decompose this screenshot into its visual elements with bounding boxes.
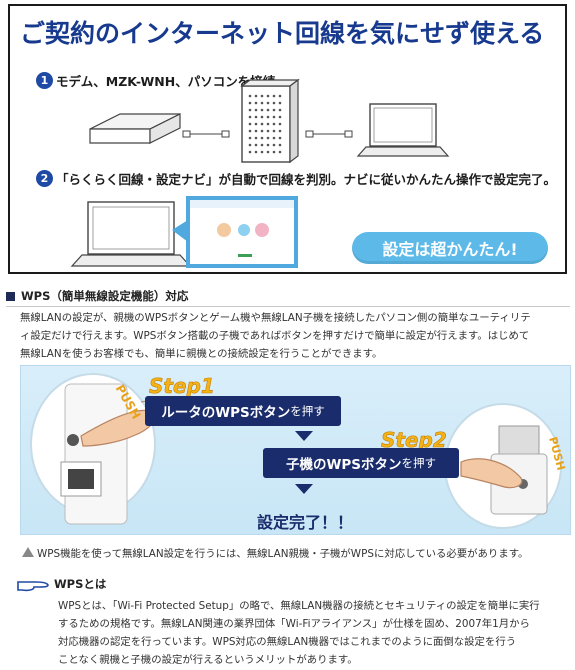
step-1-bar: ルータのWPSボタンを押す: [145, 396, 341, 426]
arrow-down-icon: [295, 484, 313, 494]
what-is-wps-line: するための規格です。無線LAN関連の業界団体「Wi-Fiアライアンス」が仕様を固…: [58, 618, 530, 630]
router-closeup-icon: [30, 373, 156, 525]
easy-setup-label: 設定は超かんたん!: [352, 232, 548, 264]
section-divider: [6, 306, 570, 307]
step-2-bar-rest: を押す: [401, 456, 437, 470]
laptop-icon: [356, 103, 450, 157]
step-1-badge: 1: [36, 71, 53, 89]
setup-navi-screenshot: [186, 196, 298, 268]
wps-description-line: 無線LANの設定が、親機のWPSボタンとゲーム機や無線LAN子機を接続したパソコ…: [20, 312, 531, 324]
what-is-wps-heading: WPSとは: [16, 574, 106, 594]
connection-illustration: [70, 78, 450, 268]
banner-step-2: 2 「らくらく回線・設定ナビ」が自動で回線を判別。ナビに従いかんたん操作で設定完…: [36, 168, 556, 188]
cable-icon: [182, 130, 230, 138]
banner-title: ご契約のインターネット回線を気にせず使える: [20, 19, 545, 48]
wps-description-line: ィ設定だけで行えます。WPSボタン搭載の子機であればボタンを押すだけで簡単に設定…: [20, 330, 530, 342]
wps-requirement-note: WPS機能を使って無線LAN設定を行うには、無線LAN親機・子機がWPSに対応し…: [22, 544, 570, 560]
warning-icon: [22, 547, 34, 557]
wps-requirement-text: WPS機能を使って無線LAN設定を行うには、無線LAN親機・子機がWPSに対応し…: [37, 547, 529, 560]
what-is-wps-title: WPSとは: [54, 577, 107, 591]
wps-section-title: WPS（簡単無線設定機能）対応: [21, 289, 189, 303]
step-1-label: Step1: [149, 374, 215, 399]
step-1-bar-bold: ルータのWPSボタン: [161, 405, 291, 421]
step-2-text: 「らくらく回線・設定ナビ」が自動で回線を判別。ナビに従いかんたん操作で設定完了。: [56, 171, 557, 187]
step-2-bar-bold: 子機のWPSボタン: [285, 457, 402, 473]
banner-step-1: 1 モデム、MZK-WNH、パソコンを接続: [36, 70, 275, 90]
pointing-hand-icon: [17, 581, 49, 592]
arrow-down-icon: [295, 431, 313, 441]
router-icon: [240, 78, 300, 164]
finger-press-icon: [460, 458, 523, 489]
step-1-bar-rest: を押す: [290, 404, 325, 418]
wps-description: 無線LANの設定が、親機のWPSボタンとゲーム機や無線LAN子機を接続したパソコ…: [20, 309, 568, 363]
what-is-wps-line: 対応機器の認定を行っています。WPS対応の無線LAN機器ではこれまでのように面倒…: [58, 636, 517, 648]
cable-icon: [305, 130, 353, 138]
step-1-text: モデム、MZK-WNH、パソコンを接続: [56, 73, 276, 89]
setup-complete-label: 設定完了！！: [257, 513, 354, 532]
step-2-bar: 子機のWPSボタンを押す: [263, 448, 459, 478]
square-bullet-icon: [6, 291, 15, 301]
diagram-illustration: PUSH PUSH: [30, 373, 567, 529]
feature-banner: ご契約のインターネット回線を気にせず使える 1 モデム、MZK-WNH、パソコン…: [8, 4, 567, 274]
wps-description-line: 無線LANを使うお客様でも、簡単に親機との接続設定を行うことができます。: [20, 348, 383, 360]
modem-icon: [89, 113, 181, 144]
step-2-badge: 2: [36, 169, 53, 187]
wps-step-diagram: PUSH PUSH Step1 ルータのWPSボタンを押す Step2 子機のW…: [20, 365, 571, 535]
what-is-wps-description: WPSとは、「Wi-Fi Protected Setup」の略で、無線LAN機器…: [58, 597, 568, 669]
what-is-wps-line: ことなく親機と子機の設定が行えるというメリットがあります。: [58, 654, 358, 666]
laptop-icon: [70, 201, 192, 267]
what-is-wps-line: WPSとは、「Wi-Fi Protected Setup」の略で、無線LAN機器…: [58, 600, 540, 612]
wps-section-heading: WPS（簡単無線設定機能）対応: [6, 287, 566, 305]
